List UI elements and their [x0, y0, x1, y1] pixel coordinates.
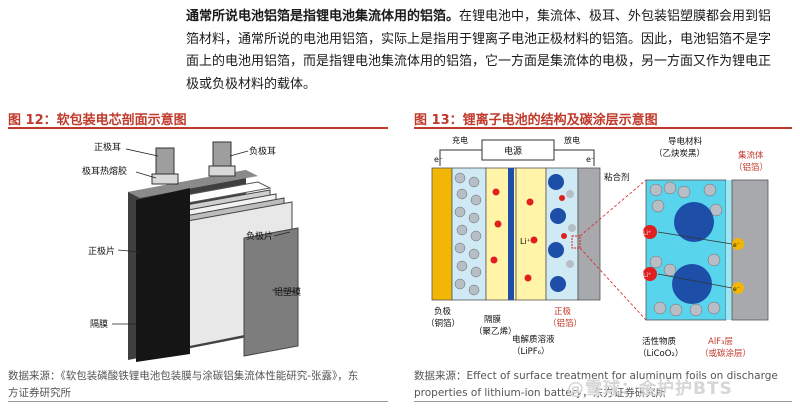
- aluminum-foil-positive: [577, 167, 601, 301]
- label-conductive-sub: （乙炔炭黑）: [654, 148, 705, 159]
- figure12-source-line1: 数据来源：《软包装磷酸铁锂电池包装膜与涂碳铝集流体性能研究-张露》，东: [8, 370, 359, 382]
- figure12-title-rule: [8, 127, 388, 129]
- active-material-particle-1: [674, 202, 714, 242]
- al-film-right-wall: [243, 227, 299, 357]
- active-material-particle-2: [672, 264, 712, 304]
- li-marker-2: [643, 267, 657, 281]
- figure13-battery-structure-diagram: 电源 充电 放电 e⁻ e⁻ Li⁺: [426, 135, 769, 359]
- label-electron-left: e⁻: [434, 155, 443, 164]
- li-marker-label-1: Li⁺: [643, 230, 651, 237]
- electrolyte-bar: [508, 168, 514, 300]
- figure13-source: 数据来源：Effect of surface treatment for alu…: [414, 368, 794, 402]
- label-al-plastic-film: 铝塑膜: [274, 286, 301, 298]
- label-discharge: 放电: [564, 135, 580, 145]
- label-positive-tab: 正极耳: [94, 141, 121, 153]
- electron-marker-1: [732, 238, 744, 250]
- figure13-source-line1: 数据来源：Effect of surface treatment for alu…: [414, 370, 778, 382]
- label-separator: 隔膜: [90, 319, 108, 330]
- label-active: 活性物质: [642, 336, 677, 347]
- label-separator-13-sub: （聚乙烯）: [474, 326, 517, 337]
- figure12-pouch-cell-diagram: 正极耳 负极耳 极耳热熔胶 正极片 负极片 铝塑膜 隔膜: [82, 141, 301, 362]
- label-collector-sub: （铝箔）: [734, 162, 768, 173]
- label-electrolyte: 电解质溶液: [512, 334, 555, 345]
- label-negative-tab: 负极耳: [249, 145, 276, 157]
- e-marker-label-2: e⁻: [733, 286, 740, 293]
- label-tab-glue: 极耳热熔胶: [82, 165, 127, 177]
- intro-bold-lead: 通常所说电池铝箔是指锂电池集流体用的铝箔。: [186, 9, 460, 24]
- al-film-top-edge: [128, 170, 258, 198]
- label-negative-sheet: 负极片: [246, 230, 273, 242]
- electrode-stack-front: [136, 188, 190, 362]
- intro-paragraph: 通常所说电池铝箔是指锂电池集流体用的铝箔。在锂电池中，集流体、极耳、外包装铝塑膜…: [186, 6, 772, 96]
- label-binder: 粘合剂: [604, 172, 630, 183]
- separator-layer-2: [515, 167, 547, 301]
- label-collector: 集流体: [738, 150, 764, 161]
- label-alf-layer: AlF₃层: [708, 337, 733, 347]
- figure12-title: 图 12：软包装电芯剖面示意图: [8, 113, 187, 128]
- negative-particles: [454, 172, 482, 296]
- intro-body: 在锂电池中，集流体、极耳、外包装铝塑膜都会用到铝箔材料，通常所说的电池用铝箔，实…: [186, 9, 772, 92]
- label-pos-electrode-sub: （铝箔）: [548, 318, 582, 329]
- figure13-title: 图 13：锂离子电池的结构及碳涂层示意图: [414, 113, 658, 128]
- label-electron-right: e⁻: [586, 155, 595, 164]
- label-active-sub: （LiCoO₂）: [638, 348, 683, 359]
- label-conductive: 导电材料: [668, 136, 703, 147]
- label-charge: 充电: [452, 135, 468, 145]
- tab-glue-shape: [151, 173, 179, 185]
- copper-foil-negative: [431, 167, 453, 301]
- figure13-title-rule: [414, 127, 792, 129]
- figure13-bottom-rule: [414, 401, 792, 402]
- magnified-carbon-particles: [649, 181, 723, 317]
- label-electrolyte-sub: （LiPF₆）: [512, 346, 550, 357]
- label-pos-electrode: 正极: [554, 306, 572, 317]
- e-marker-label-1: e⁻: [733, 242, 740, 249]
- figure12-source: 数据来源：《软包装磷酸铁锂电池包装膜与涂碳铝集流体性能研究-张露》，东 方证券研…: [8, 368, 388, 402]
- figure12-source-line2: 方证券研究所: [8, 387, 71, 399]
- alf3-layer: [726, 180, 732, 320]
- electron-marker-2: [732, 282, 744, 294]
- figure13-source-line2: properties of lithium-ion battery，东方证券研究…: [414, 387, 667, 399]
- positive-particles: [548, 174, 576, 292]
- label-neg-electrode: 负极: [434, 306, 452, 317]
- label-alf-layer-sub: （或碳涂层）: [700, 348, 751, 359]
- watermark: @雪球：金护护BTS: [567, 379, 733, 399]
- tab-glue-shape-2: [208, 165, 236, 177]
- magnified-collector: [731, 179, 769, 321]
- li-marker-1: [643, 225, 657, 239]
- label-li-ion: Li⁺: [520, 237, 531, 246]
- label-positive-sheet: 正极片: [88, 245, 115, 257]
- label-power: 电源: [504, 145, 522, 157]
- label-separator-13: 隔膜: [484, 314, 502, 325]
- li-ion-dots: [490, 188, 567, 282]
- li-marker-label-2: Li⁺: [643, 272, 651, 279]
- label-neg-electrode-sub: （铜箔）: [426, 318, 460, 329]
- figure12-bottom-rule: [8, 401, 388, 402]
